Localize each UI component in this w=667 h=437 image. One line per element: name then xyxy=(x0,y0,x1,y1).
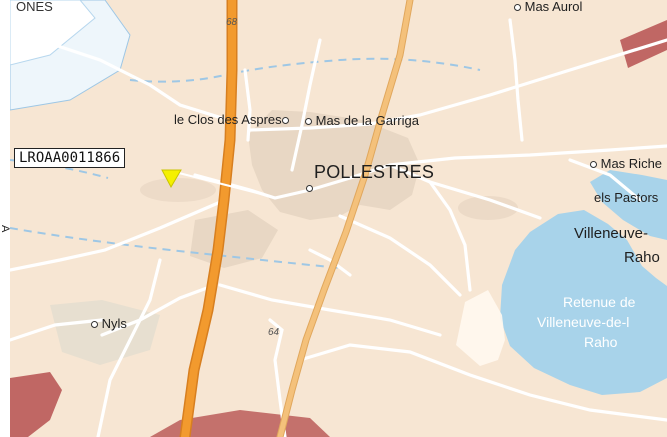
place-label-villeneuve-2: Raho xyxy=(624,249,660,266)
pollestres-dot xyxy=(306,181,313,197)
nyls-text: Nyls xyxy=(101,316,127,331)
station-connector xyxy=(174,171,266,196)
place-dot-icon xyxy=(590,161,597,169)
primary-road xyxy=(277,0,413,437)
upper-left-white-area xyxy=(10,0,96,66)
motorway xyxy=(181,0,236,437)
lake-retenue xyxy=(500,210,667,395)
lake-label-line-3: Raho xyxy=(584,334,618,350)
place-label-mas-aurol: Mas Aurol xyxy=(514,0,582,13)
place-dot-icon xyxy=(514,4,521,12)
white-area xyxy=(456,290,505,366)
place-dot-icon xyxy=(305,118,312,126)
place-dot-icon xyxy=(281,117,289,125)
place-label-nyls: Nyls xyxy=(91,317,127,330)
lake-north-lobe xyxy=(590,170,667,240)
land-patch xyxy=(458,196,518,220)
lake-label-line-2: Villeneuve-de-l xyxy=(537,314,630,330)
top-right-red-zone xyxy=(620,20,667,68)
place-dot-icon xyxy=(91,321,98,329)
left-vertical-label: A xyxy=(0,225,11,233)
stream-dashed xyxy=(10,227,341,269)
land-patch xyxy=(140,178,216,202)
station-marker-icon[interactable] xyxy=(161,169,182,189)
mas-aurol-text: Mas Aurol xyxy=(524,0,583,14)
mas-garriga-text: Mas de la Garriga xyxy=(315,113,419,128)
place-label-mas-garriga: Mas de la Garriga xyxy=(305,114,419,127)
place-label-clos-des-aspres: le Clos des Aspres xyxy=(174,113,289,126)
road-ref-d68: 68 xyxy=(226,17,238,28)
place-dot-icon xyxy=(306,185,313,193)
lake-label-line-1: Retenue de xyxy=(563,294,636,310)
mas-riche-text: Mas Riche xyxy=(600,156,663,171)
road-ref-d64: 64 xyxy=(268,327,280,338)
place-label-villeneuve-1: Villeneuve- xyxy=(574,225,648,242)
map-canvas[interactable] xyxy=(10,0,667,437)
clos-des-aspres-text: le Clos des Aspres xyxy=(174,112,282,127)
place-label-mas-riche: Mas Riche xyxy=(590,157,662,170)
place-label-left-cut: ONES xyxy=(16,0,53,14)
place-label-els-pastors: els Pastors xyxy=(594,190,659,205)
station-code-label[interactable]: LROAA0011866 xyxy=(14,148,126,168)
bottom-left-red-zone xyxy=(10,372,62,437)
place-label-pollestres: POLLESTRES xyxy=(314,162,435,182)
stream-dashed xyxy=(129,57,481,83)
